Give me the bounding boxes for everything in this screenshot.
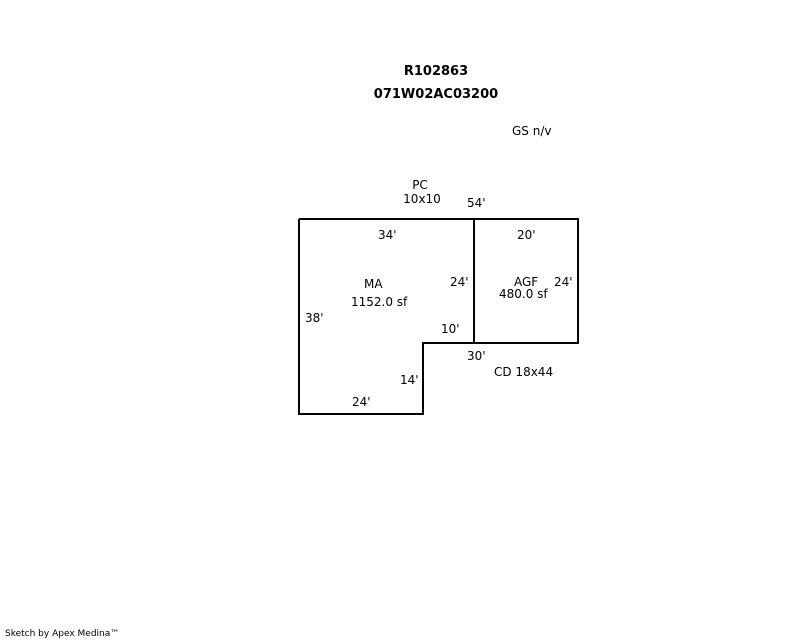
porch-size: 10x10 bbox=[403, 192, 441, 206]
building-outline bbox=[298, 218, 579, 415]
dim-ma-top: 34' bbox=[378, 228, 397, 242]
agf-area: 480.0 sf bbox=[499, 287, 548, 301]
ma-area: 1152.0 sf bbox=[351, 295, 408, 309]
dim-ma-right-upper: 24' bbox=[450, 275, 469, 289]
dim-ma-left: 38' bbox=[305, 311, 324, 325]
porch-code: PC bbox=[412, 178, 428, 192]
agf-code: AGF bbox=[514, 275, 538, 289]
dim-ma-notch-top: 10' bbox=[441, 322, 460, 336]
dim-overall-top: 54' bbox=[467, 196, 486, 210]
deck-label: CD 18x44 bbox=[494, 365, 553, 379]
map-tax-lot: 071W02AC03200 bbox=[374, 87, 498, 102]
dim-agf-bottom: 30' bbox=[467, 349, 486, 363]
ma-code: MA bbox=[364, 277, 383, 291]
dim-ma-notch-side: 14' bbox=[400, 373, 419, 387]
dim-ma-bottom: 24' bbox=[352, 395, 371, 409]
garage-note: GS n/v bbox=[512, 124, 551, 138]
dim-agf-right: 24' bbox=[554, 275, 573, 289]
footer-credit: Sketch by Apex Medina™ bbox=[5, 629, 119, 639]
dim-agf-top: 20' bbox=[517, 228, 536, 242]
account-id: R102863 bbox=[404, 64, 468, 79]
